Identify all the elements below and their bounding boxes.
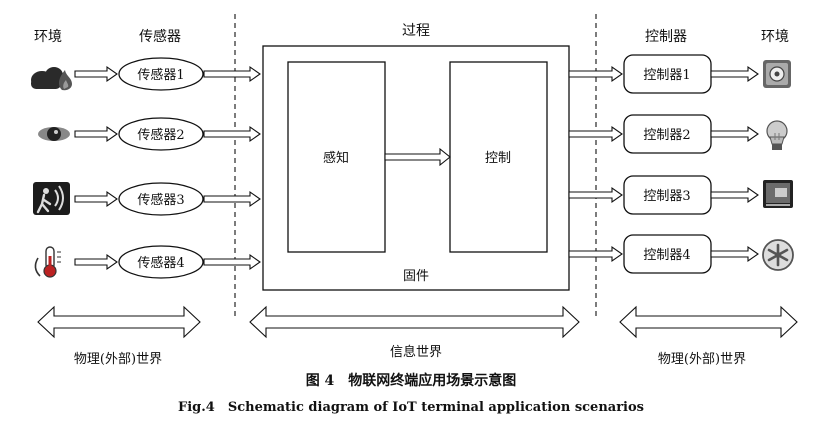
arrow-sensor-process-4: [203, 253, 261, 271]
header-env-right: 环境: [761, 29, 789, 45]
control-box: [449, 61, 548, 253]
arrows-env-to-sensors: [74, 65, 118, 271]
caption-cn: 图 4 物联网终端应用场景示意图: [306, 372, 517, 389]
thermometer-icon: [34, 246, 61, 278]
arrow-process-controller-4: [568, 245, 623, 263]
arrows-process-to-controllers: [568, 65, 623, 263]
double-arrow-info: [249, 305, 580, 339]
arrows-controllers-to-env: [710, 65, 759, 263]
header-sensors: 传感器: [139, 28, 181, 45]
sense-box: [287, 61, 386, 253]
controller-label: 控制器2: [643, 128, 690, 143]
arrow-env-sensor-1: [74, 65, 118, 83]
eye-icon: [38, 127, 70, 141]
arrow-env-sensor-4: [74, 253, 118, 271]
sensor-label: 传感器4: [137, 255, 184, 271]
fan-icon: [762, 239, 794, 271]
arrow-env-sensor-3: [74, 190, 118, 208]
header-process: 过程: [402, 23, 430, 39]
arrow-sensor-process-2: [203, 125, 261, 143]
arrow-process-controller-1: [568, 65, 623, 83]
arrow-process-controller-2: [568, 125, 623, 143]
process-box: 感知 控制 固件: [262, 45, 570, 291]
controller-node-4: 控制器4: [623, 234, 712, 274]
controller-label: 控制器3: [643, 189, 690, 204]
controller-node-3: 控制器3: [623, 175, 712, 215]
sensor-label: 传感器2: [137, 127, 184, 143]
sensor-node-2: 传感器2: [118, 117, 204, 151]
display-screen-icon: [763, 180, 793, 208]
arrow-env-sensor-2: [74, 125, 118, 143]
controller-label: 控制器1: [643, 68, 690, 83]
cloud-fire-icon: [31, 67, 72, 91]
firmware-label: 固件: [403, 269, 429, 284]
light-bulb-icon: [766, 120, 788, 150]
label-physical-world-right: 物理(外部)世界: [658, 352, 746, 367]
sensor-node-1: 传感器1: [118, 57, 204, 91]
arrows-sensors-to-process: [203, 65, 261, 271]
sensor-node-4: 传感器4: [118, 245, 204, 279]
controller-node-1: 控制器1: [623, 54, 712, 94]
header-controllers: 控制器: [645, 29, 687, 45]
controller-label: 控制器4: [643, 248, 690, 263]
arrow-process-controller-3: [568, 186, 623, 204]
label-physical-world-left: 物理(外部)世界: [74, 352, 162, 367]
arrow-sensor-process-3: [203, 190, 261, 208]
arrow-controller-env-3: [710, 186, 759, 204]
sensor-node-3: 传感器3: [118, 182, 204, 216]
arrow-controller-env-2: [710, 125, 759, 143]
label-info-world: 信息世界: [390, 344, 442, 360]
motion-sensor-icon: [33, 182, 70, 215]
sensor-label: 传感器1: [137, 67, 184, 83]
caption-en: Fig.4 Schematic diagram of IoT terminal …: [178, 400, 644, 415]
arrow-controller-env-1: [710, 65, 759, 83]
header-env-left: 环境: [34, 29, 62, 45]
controller-node-2: 控制器2: [623, 114, 712, 154]
sensor-label: 传感器3: [137, 192, 184, 208]
arrow-controller-env-4: [710, 245, 759, 263]
sense-label: 感知: [323, 150, 349, 166]
speaker-icon: [763, 60, 791, 88]
double-arrow-physical-left: [37, 305, 201, 339]
control-label: 控制: [485, 151, 511, 166]
double-arrow-physical-right: [619, 305, 798, 339]
arrow-sense-to-control: [384, 147, 451, 167]
arrow-sensor-process-1: [203, 65, 261, 83]
